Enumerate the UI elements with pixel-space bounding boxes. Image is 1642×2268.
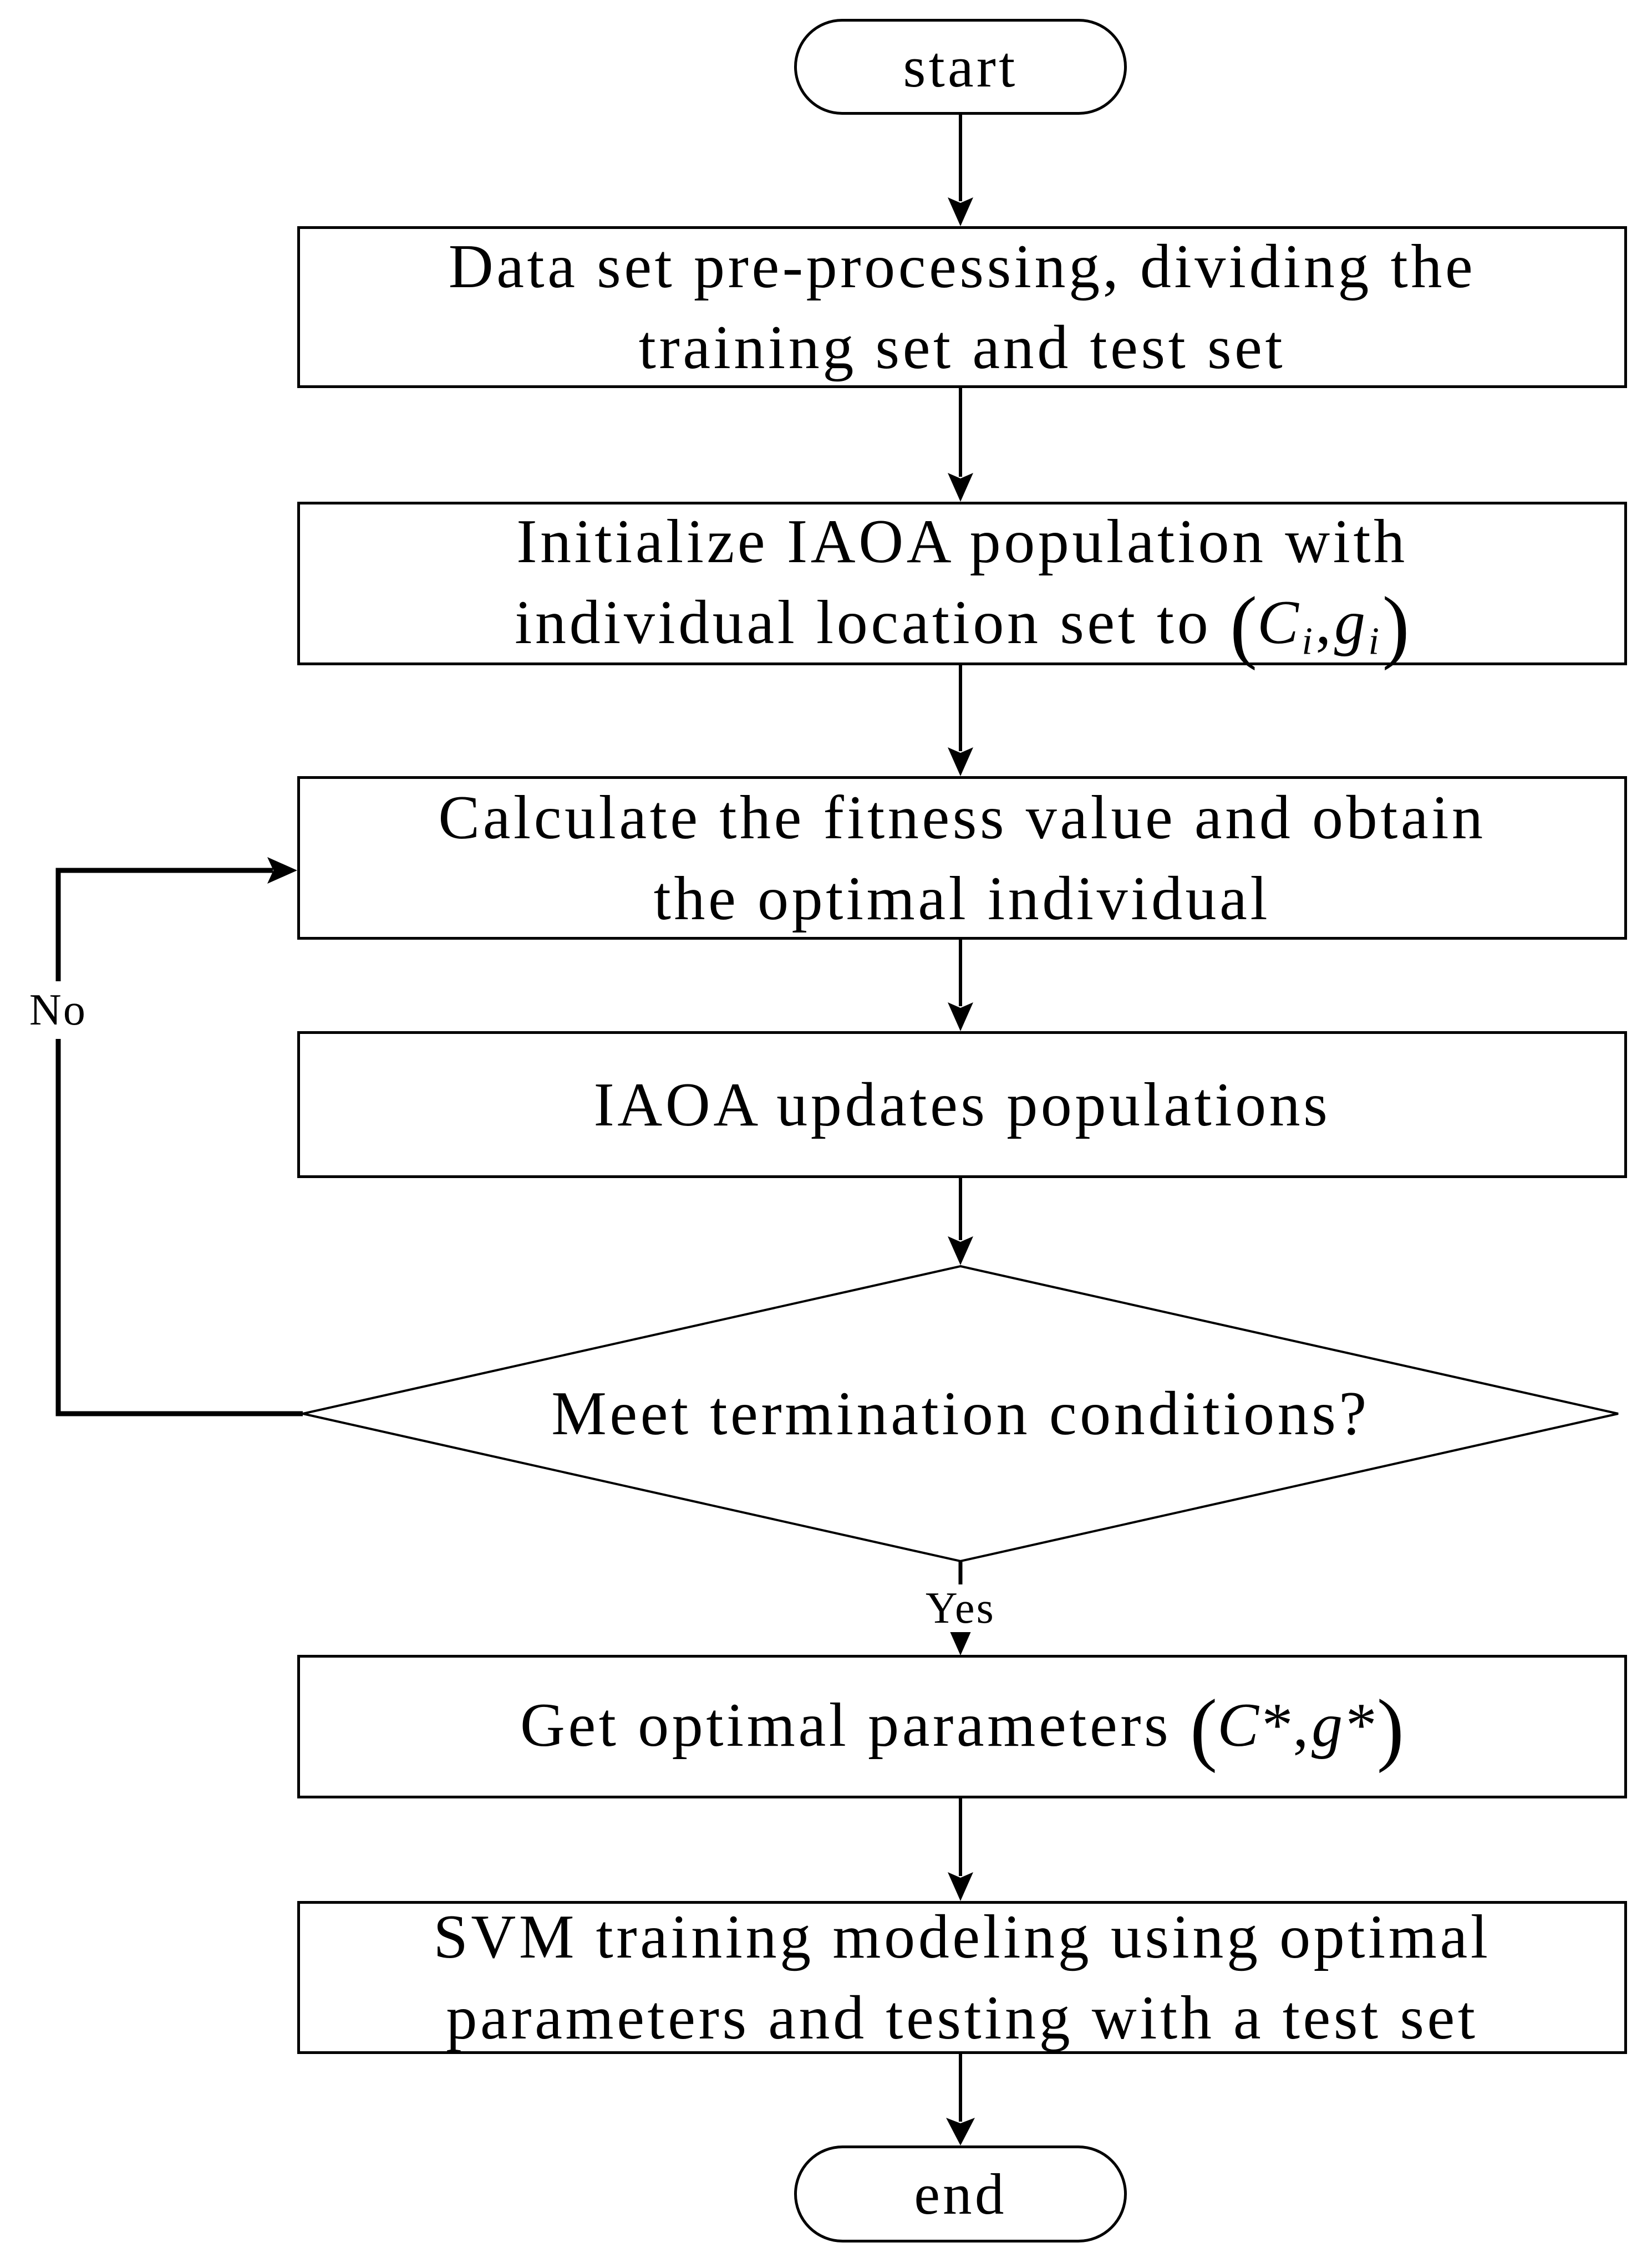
close-paren: ) bbox=[1382, 579, 1410, 671]
fitness-step: Calculate the fitness value and obtain t… bbox=[297, 776, 1627, 940]
svm-line1: SVM training modeling using optimal bbox=[433, 1903, 1491, 1971]
decision-label: Meet termination conditions? bbox=[551, 1379, 1370, 1448]
update-step: IAOA updates populations bbox=[297, 1031, 1627, 1178]
start-label: start bbox=[903, 34, 1018, 99]
open-paren: ( bbox=[1189, 1682, 1218, 1773]
yes-label: Yes bbox=[905, 1584, 1016, 1633]
start-terminal: start bbox=[794, 19, 1127, 115]
no-label: No bbox=[6, 981, 111, 1039]
close-paren: ) bbox=[1376, 1682, 1404, 1773]
end-label: end bbox=[914, 2161, 1007, 2226]
arrowhead-down-icon bbox=[948, 1872, 973, 1901]
update-label: IAOA updates populations bbox=[593, 1070, 1331, 1139]
optimal-step: Get optimal parameters (C*,g*) bbox=[297, 1655, 1627, 1798]
preprocess-step: Data set pre-processing, dividing the tr… bbox=[297, 226, 1627, 388]
param-g-star: g bbox=[1311, 1691, 1346, 1760]
comma: , bbox=[1293, 1691, 1312, 1760]
end-terminal: end bbox=[794, 2145, 1127, 2242]
fitness-line2: the optimal individual bbox=[653, 864, 1271, 933]
open-paren: ( bbox=[1229, 579, 1258, 671]
svm-line2: parameters and testing with a test set bbox=[446, 1984, 1478, 2052]
arrowhead-down-icon bbox=[948, 197, 973, 226]
preprocess-line2: training set and test set bbox=[638, 313, 1286, 382]
termination-decision: Meet termination conditions? bbox=[301, 1265, 1620, 1562]
no-loop-connector bbox=[55, 868, 303, 1416]
param-c: C bbox=[1257, 588, 1302, 658]
subscript-i: i bbox=[1368, 620, 1382, 663]
arrowhead-down-icon bbox=[948, 1236, 973, 1265]
asterisk: * bbox=[1262, 1691, 1293, 1760]
svm-step: SVM training modeling using optimal para… bbox=[297, 1901, 1627, 2054]
arrowhead-down-icon bbox=[948, 747, 973, 776]
initialize-line1: Initialize IAOA population with bbox=[516, 507, 1408, 577]
arrowhead-right-icon bbox=[267, 857, 297, 884]
preprocess-line1: Data set pre-processing, dividing the bbox=[448, 232, 1476, 301]
arrowhead-down-icon bbox=[948, 1627, 973, 1655]
param-g: g bbox=[1334, 588, 1369, 658]
subscript-i: i bbox=[1302, 620, 1316, 663]
arrowhead-down-icon bbox=[948, 473, 973, 502]
fitness-line1: Calculate the fitness value and obtain bbox=[438, 783, 1486, 852]
arrowhead-down-icon bbox=[946, 2118, 975, 2145]
arrowhead-down-icon bbox=[948, 1002, 973, 1031]
initialize-step: Initialize IAOA population with individu… bbox=[297, 502, 1627, 671]
asterisk: * bbox=[1345, 1691, 1377, 1760]
comma: , bbox=[1315, 588, 1334, 658]
initialize-line2: individual location set to (Ci,gi) bbox=[515, 579, 1410, 671]
optimal-label: Get optimal parameters (C*,g*) bbox=[520, 1682, 1404, 1773]
param-c-star: C bbox=[1217, 1691, 1262, 1760]
